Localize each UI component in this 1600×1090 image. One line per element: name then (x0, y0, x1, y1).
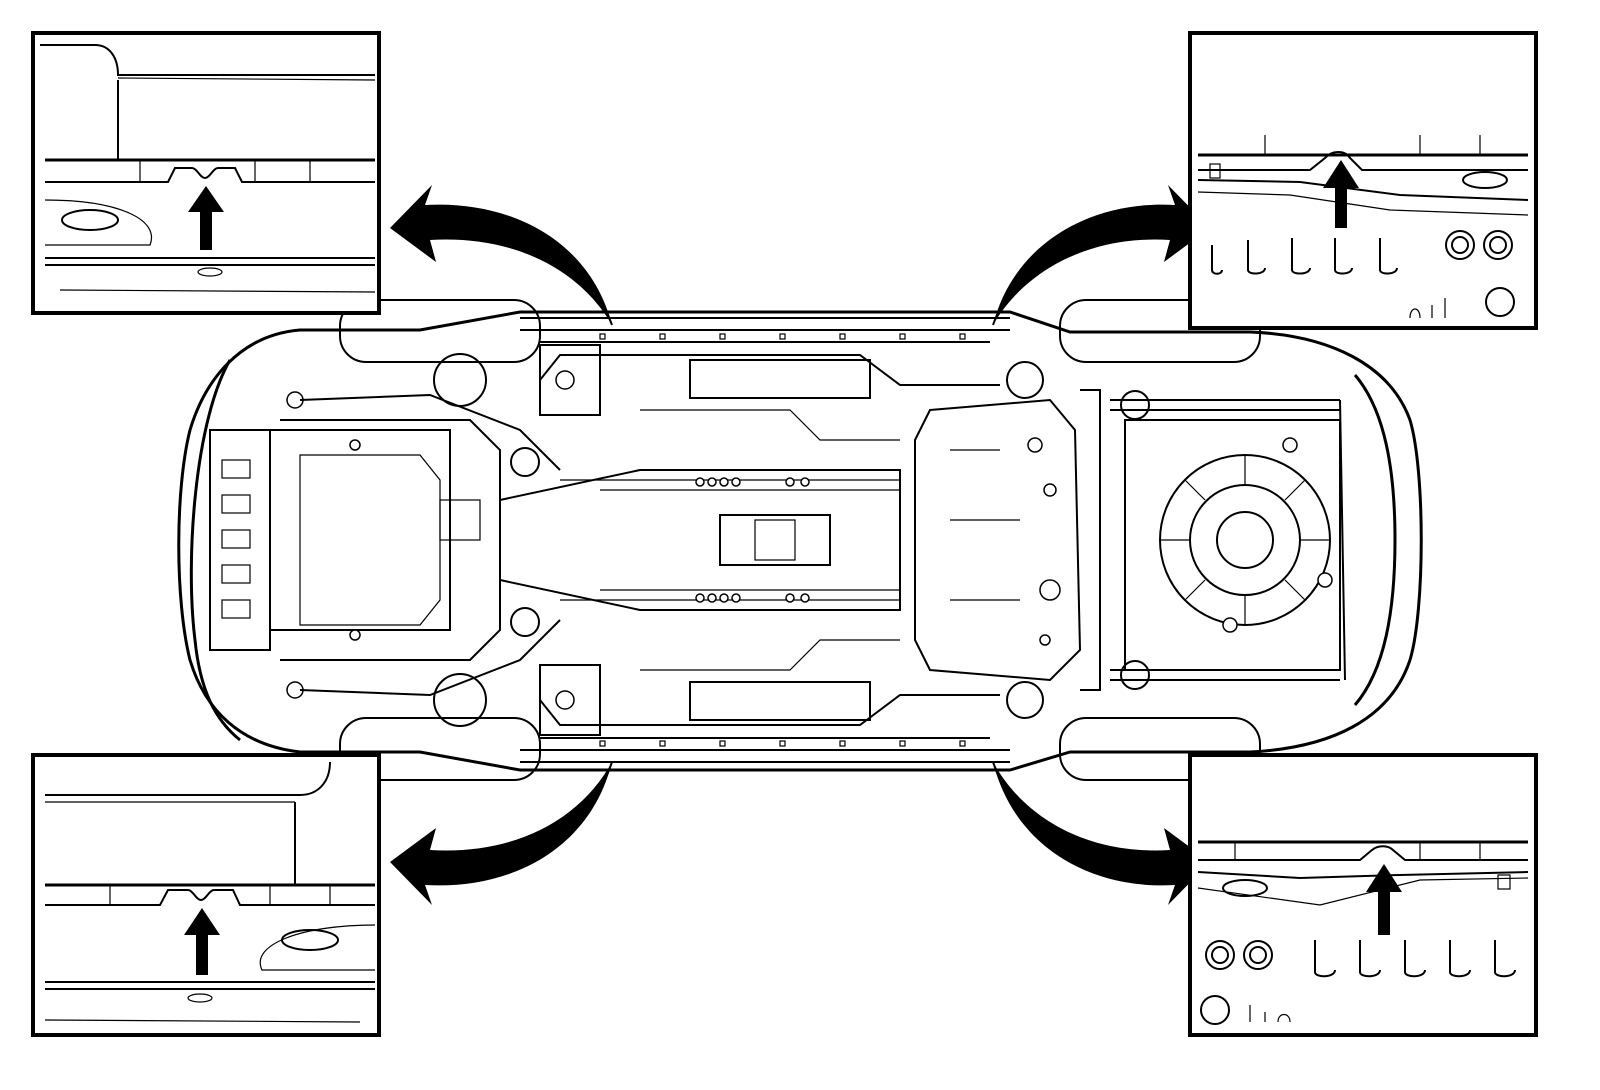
fuel-tank (914, 398, 1082, 682)
body-outline (177, 310, 1423, 772)
rear-crossmember (1080, 389, 1101, 691)
up-arrow-icon (1366, 864, 1402, 935)
wheel-well-rear-right (1059, 717, 1261, 781)
front-subframe (269, 391, 501, 699)
up-arrow-icon (188, 186, 224, 250)
inset-front-right (1188, 31, 1538, 330)
front-hub-left (433, 353, 487, 407)
wheel-well-rear-left (1059, 299, 1261, 363)
callout-arrow-front-right (993, 185, 1210, 325)
front-control-arm-right (299, 619, 561, 697)
up-arrow-icon (184, 908, 220, 975)
inset-front-left (31, 31, 381, 315)
callout-arrow-rear-left (390, 762, 612, 905)
left-rocker (520, 317, 1010, 343)
radiator (209, 429, 271, 651)
spare-tire-well (1124, 419, 1341, 671)
right-rocker (520, 737, 1010, 763)
callout-arrow-front-left (390, 185, 612, 325)
rear-bumper (1353, 374, 1397, 706)
rocker-fasteners (599, 333, 966, 747)
vehicle-underbody (177, 299, 1423, 781)
callout-arrow-rear-right (993, 762, 1210, 905)
front-control-arm-left (299, 393, 561, 471)
floor-pockets (1211, 238, 1398, 275)
floor-pockets (1314, 940, 1516, 978)
floor-rails (539, 344, 1000, 736)
center-tunnel (499, 469, 901, 611)
up-arrow-icon (1323, 160, 1359, 228)
front-bumper (189, 359, 241, 742)
inset-rear-left (31, 753, 381, 1037)
front-hub-right (433, 673, 487, 727)
callout-arrows (390, 185, 1210, 905)
inset-rear-right (1188, 753, 1538, 1037)
